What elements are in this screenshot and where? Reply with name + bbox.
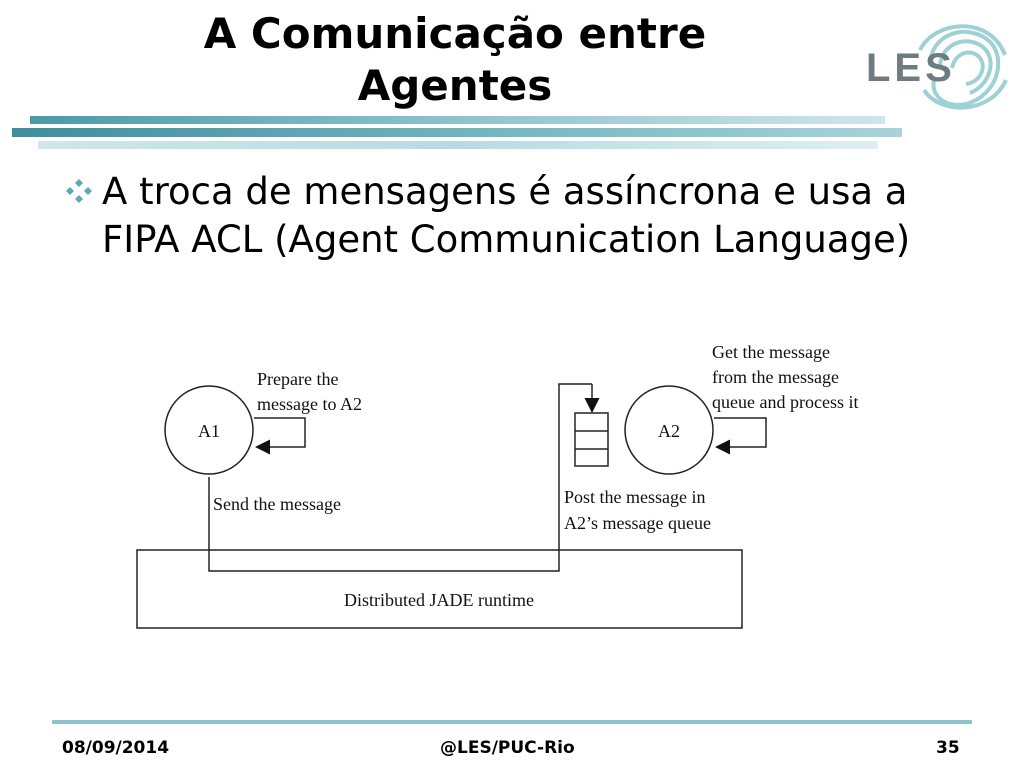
get-label-line-2: from the message [712, 367, 839, 387]
agent-a1-circle [164, 385, 254, 475]
slide-title: A Comunicação entre Agentes [60, 8, 850, 112]
four-diamond-bullet-icon [66, 179, 92, 203]
title-rule-middle [12, 128, 902, 137]
message-queue [574, 412, 609, 467]
agent-a2-circle [624, 385, 714, 475]
send-label: Send the message [213, 494, 341, 514]
title-rule-top [30, 116, 885, 124]
agent-a2-label: A2 [658, 421, 680, 441]
jade-communication-diagram: Distributed JADE runtime A1 Prepare the … [136, 342, 858, 629]
get-label-line-1: Get the message [712, 342, 830, 362]
runtime-box [136, 549, 743, 629]
bullet-text: A troca de mensagens é assíncrona e usa … [102, 170, 911, 261]
runtime-label: Distributed JADE runtime [344, 590, 534, 610]
a1-self-loop [254, 417, 306, 455]
title-rule-bottom [38, 141, 878, 149]
slide-title-line-2: Agentes [357, 61, 553, 110]
logo-text: LES [866, 46, 956, 90]
get-label-line-3: queue and process it [712, 392, 858, 412]
agent-a1-label: A1 [198, 421, 220, 441]
a2-self-loop [714, 417, 767, 455]
slide-title-line-1: A Comunicação entre [203, 9, 707, 58]
les-logo: LES [866, 24, 1008, 110]
post-label-line-2: A2’s message queue [564, 513, 711, 533]
footer-page-number: 35 [936, 738, 960, 758]
message-path [208, 383, 592, 572]
footer-center: @LES/PUC-Rio [440, 738, 575, 758]
footer-date: 08/09/2014 [62, 738, 170, 758]
prepare-label-line-1: Prepare the [257, 369, 338, 389]
prepare-label-line-2: message to A2 [257, 394, 362, 414]
footer-rule [52, 720, 972, 724]
post-label-line-1: Post the message in [564, 487, 706, 507]
